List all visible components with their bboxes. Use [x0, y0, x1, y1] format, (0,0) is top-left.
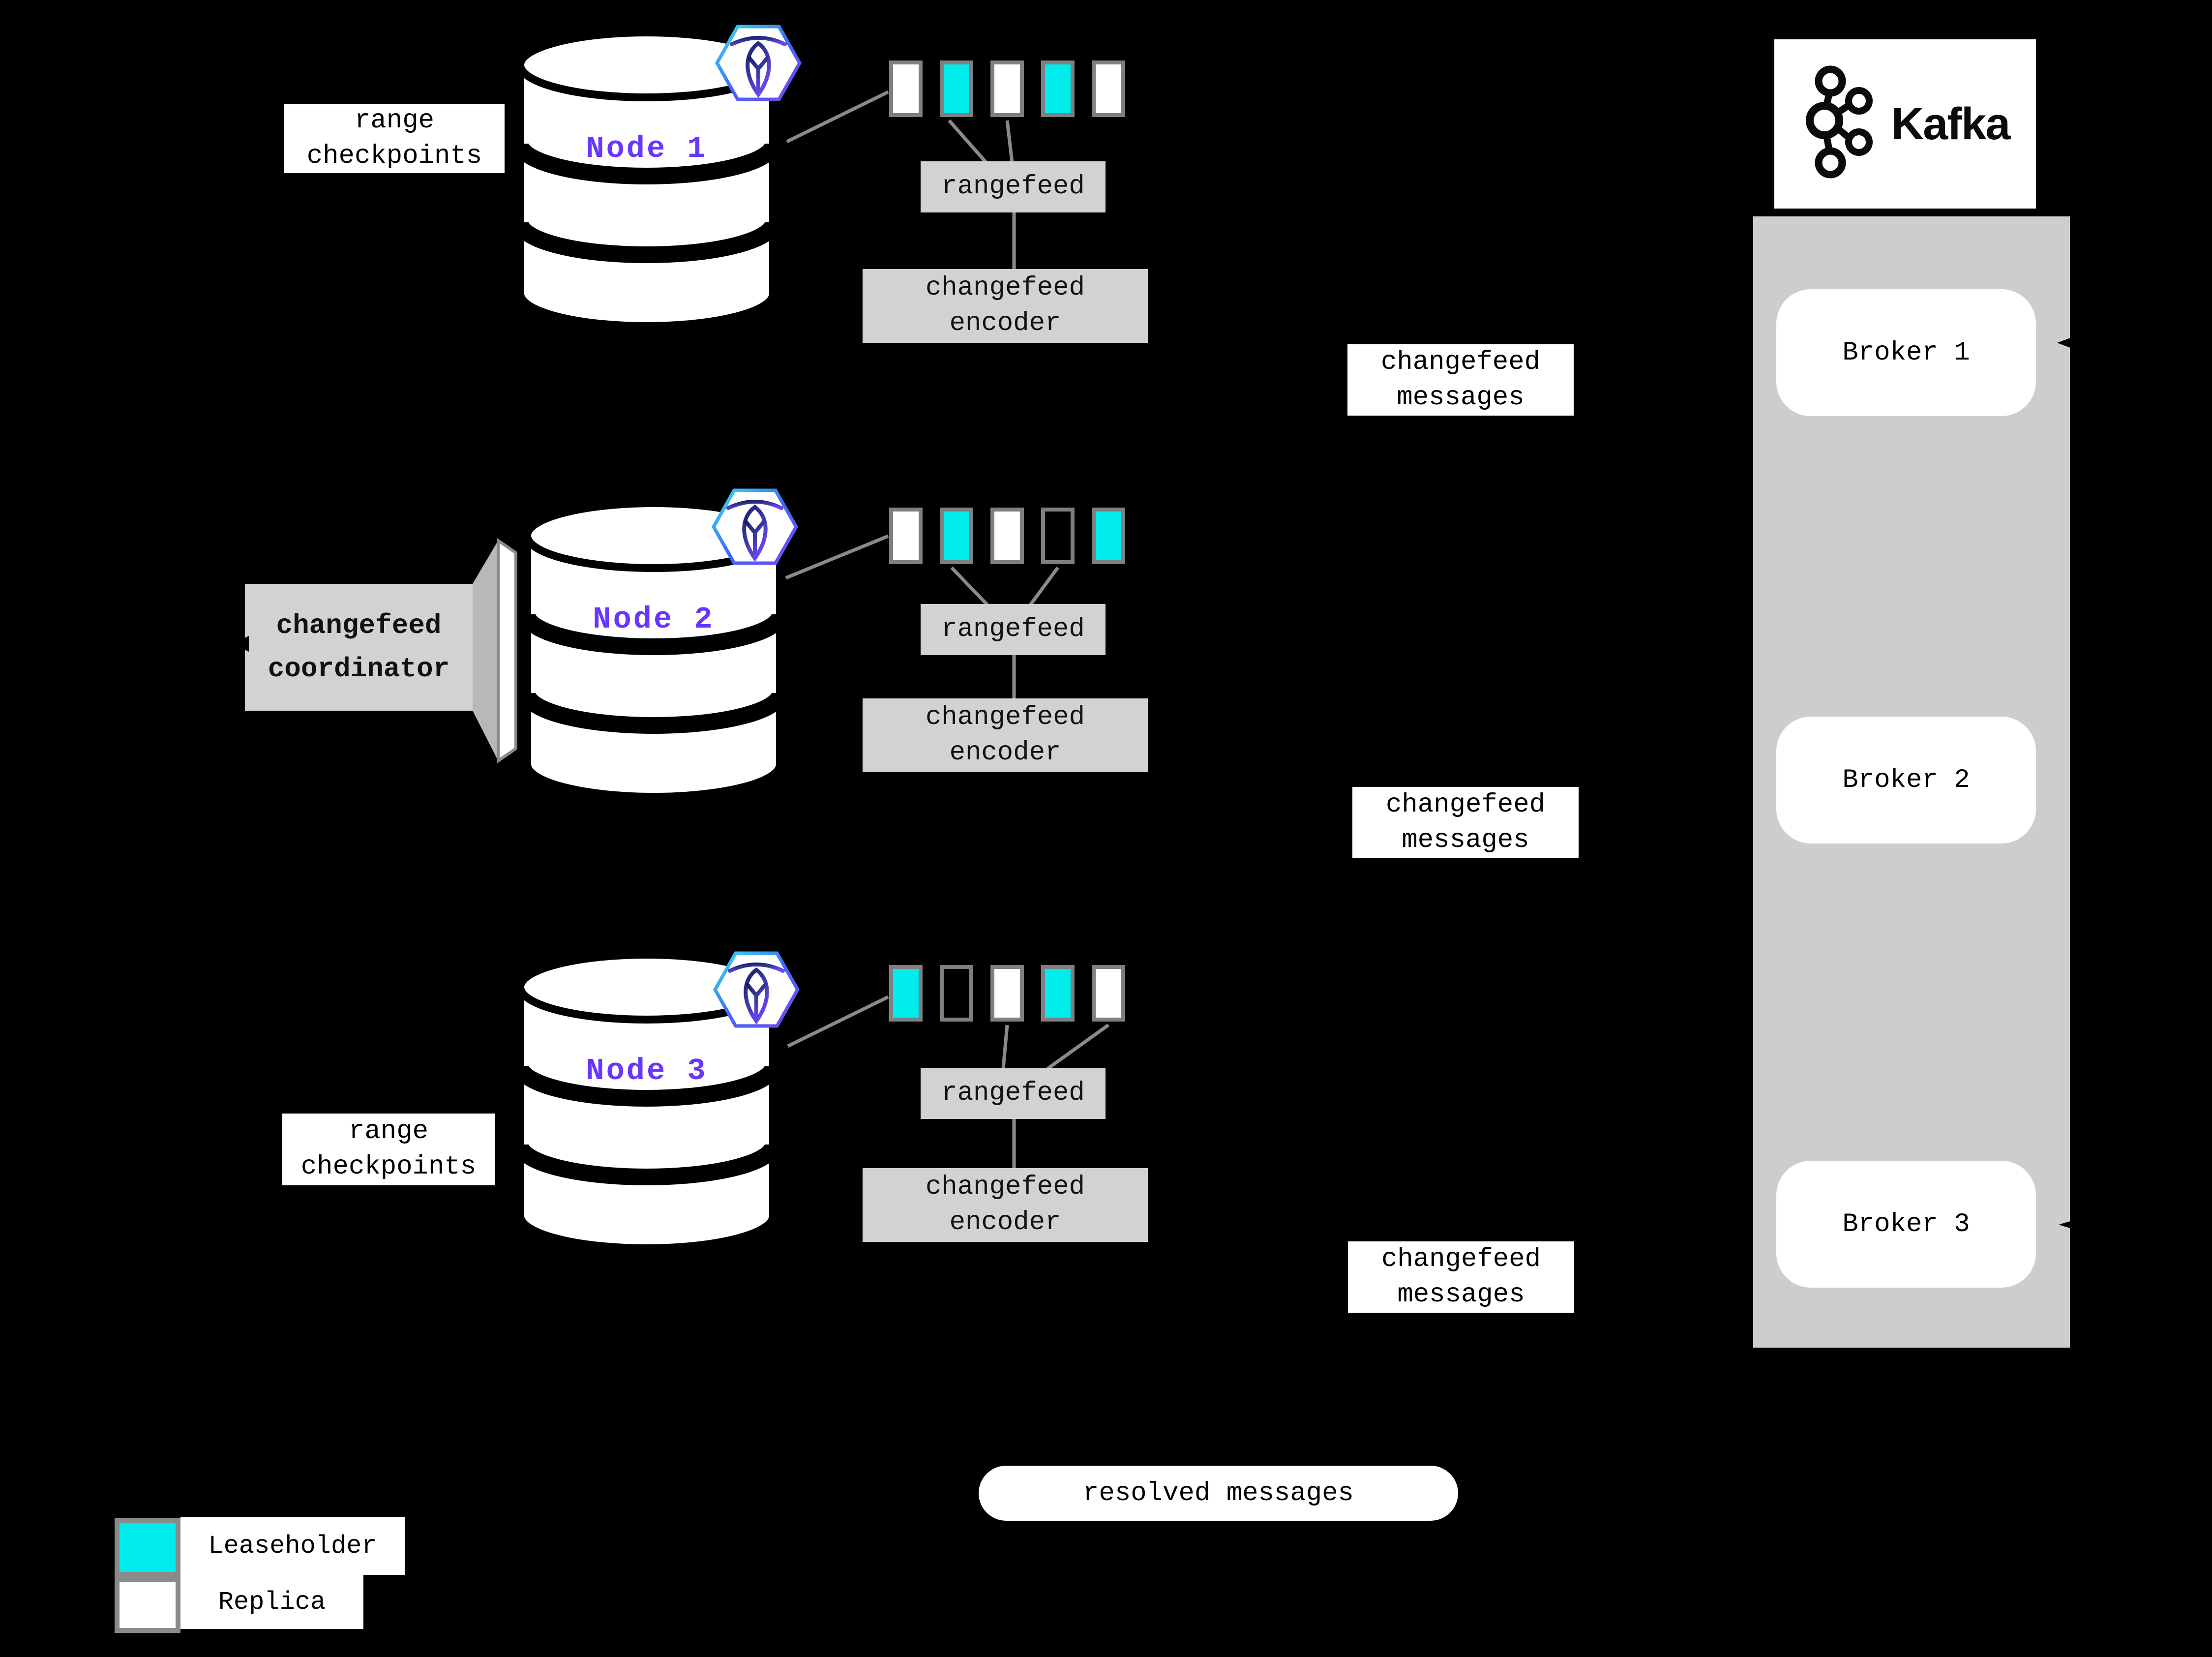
node-group-1: Node 1 rangefeed changefeed encoder	[516, 25, 1205, 409]
coordinator-label-line1: changefeed	[276, 610, 442, 641]
connector-lines	[787, 995, 1110, 1169]
changefeed-messages-label-2: changefeed messages	[1352, 787, 1579, 858]
encoder-label-line1: changefeed	[925, 702, 1085, 732]
rangefeed-box: rangefeed	[921, 604, 1106, 655]
messages-line1: changefeed	[1381, 1244, 1541, 1274]
range-square	[1041, 60, 1075, 117]
range-square	[990, 60, 1024, 117]
messages-line2: messages	[1397, 382, 1524, 413]
range-square	[940, 508, 973, 564]
broker-label: Broker 3	[1842, 1209, 1970, 1239]
kafka-wordmark: Kafka	[1891, 98, 2011, 149]
range-checkpoints-label-1: range checkpoints	[284, 104, 505, 173]
encoder-label-line1: changefeed	[925, 273, 1085, 303]
broker1-arrowhead-icon	[2057, 333, 2084, 353]
broker-box-1: Broker 1	[1776, 289, 2036, 416]
coordinator-label-line2: coordinator	[268, 653, 450, 685]
connector-lines	[785, 534, 1059, 699]
changefeed-encoder-box: changefeed encoder	[863, 269, 1148, 343]
legend-label-leaseholder: Leaseholder	[180, 1517, 405, 1575]
encoder-label-line2: encoder	[949, 1207, 1061, 1237]
encoder-label-line2: encoder	[949, 738, 1061, 768]
cockroachdb-hexagon-badge	[711, 488, 799, 565]
range-square	[1092, 965, 1125, 1022]
rangefeed-label: rangefeed	[941, 172, 1085, 202]
rangefeed-box: rangefeed	[921, 1068, 1106, 1119]
cockroachdb-icon	[728, 963, 785, 1024]
resolved-messages-pill: resolved messages	[979, 1466, 1458, 1521]
messages-line2: messages	[1397, 1279, 1525, 1310]
range-square	[1041, 965, 1075, 1022]
kafka-brokers-column: Broker 1 Broker 2 Broker 3	[1753, 216, 2070, 1348]
legend-swatch-leaseholder	[115, 1518, 180, 1577]
range-squares-row	[889, 965, 1135, 1022]
node-group-3: Node 3 rangefeed changefeed encoder	[516, 948, 1205, 1331]
node-cylinder	[516, 951, 777, 1252]
legend-label-text: Replica	[218, 1587, 326, 1617]
cockroachdb-icon	[726, 500, 783, 562]
coordinator-callout-flag	[473, 538, 517, 764]
coordinator-arrowhead-icon	[233, 636, 249, 652]
range-square	[940, 60, 973, 117]
rangefeed-label: rangefeed	[941, 1078, 1085, 1108]
resolved-messages-label: resolved messages	[1083, 1478, 1354, 1508]
range-square	[940, 965, 973, 1022]
range-checkpoints-line1: range	[354, 106, 435, 136]
encoder-label-line1: changefeed	[925, 1172, 1085, 1202]
range-square	[1092, 508, 1125, 564]
rangefeed-label: rangefeed	[941, 614, 1085, 644]
encoder-label-line2: encoder	[949, 308, 1061, 338]
changefeed-messages-label-1: changefeed messages	[1347, 344, 1574, 416]
node-name: Node 1	[586, 131, 708, 166]
node-group-2: Node 2 rangefeed changefeed encoder	[516, 487, 1205, 871]
range-square	[1041, 508, 1075, 564]
kafka-logo-box: Kafka	[1774, 39, 2036, 209]
broker3-arrowhead-icon	[2059, 1217, 2085, 1233]
rangefeed-box: rangefeed	[921, 161, 1106, 212]
node-cylinder	[523, 499, 784, 801]
broker-box-2: Broker 2	[1776, 717, 2036, 844]
node-cylinder	[516, 29, 777, 330]
range-squares-row	[889, 508, 1135, 564]
messages-line1: changefeed	[1380, 347, 1541, 377]
broker-label: Broker 1	[1842, 337, 1970, 368]
range-square	[990, 508, 1024, 564]
changefeed-encoder-box: changefeed encoder	[863, 698, 1148, 772]
range-squares-row	[889, 60, 1135, 117]
changefeed-coordinator-box: changefeed coordinator	[245, 584, 473, 711]
legend-swatch-replica	[115, 1577, 180, 1633]
node-name: Node 2	[593, 602, 715, 637]
legend-label-text: Leaseholder	[208, 1531, 377, 1561]
range-square	[1092, 60, 1125, 117]
range-checkpoints-label-2: range checkpoints	[282, 1114, 495, 1185]
kafka-logo-icon	[1805, 65, 1873, 179]
range-checkpoints-line2: checkpoints	[306, 141, 482, 171]
range-square	[990, 965, 1024, 1022]
cockroachdb-hexagon-badge	[715, 25, 802, 101]
legend-label-replica: Replica	[180, 1575, 363, 1629]
changefeed-messages-label-3: changefeed messages	[1348, 1241, 1574, 1313]
node-name: Node 3	[586, 1054, 708, 1088]
messages-line2: messages	[1402, 825, 1529, 855]
broker-box-3: Broker 3	[1776, 1161, 2036, 1288]
cockroachdb-hexagon-badge	[713, 951, 800, 1028]
broker-label: Broker 2	[1842, 765, 1970, 795]
range-square	[889, 965, 923, 1022]
messages-line1: changefeed	[1385, 789, 1546, 820]
range-square	[889, 60, 923, 117]
cockroachdb-icon	[730, 36, 787, 98]
range-square	[889, 508, 923, 564]
changefeed-encoder-box: changefeed encoder	[863, 1168, 1148, 1242]
connector-lines	[786, 90, 1016, 270]
range-checkpoints-line1: range	[348, 1116, 429, 1146]
range-checkpoints-line2: checkpoints	[300, 1152, 477, 1182]
